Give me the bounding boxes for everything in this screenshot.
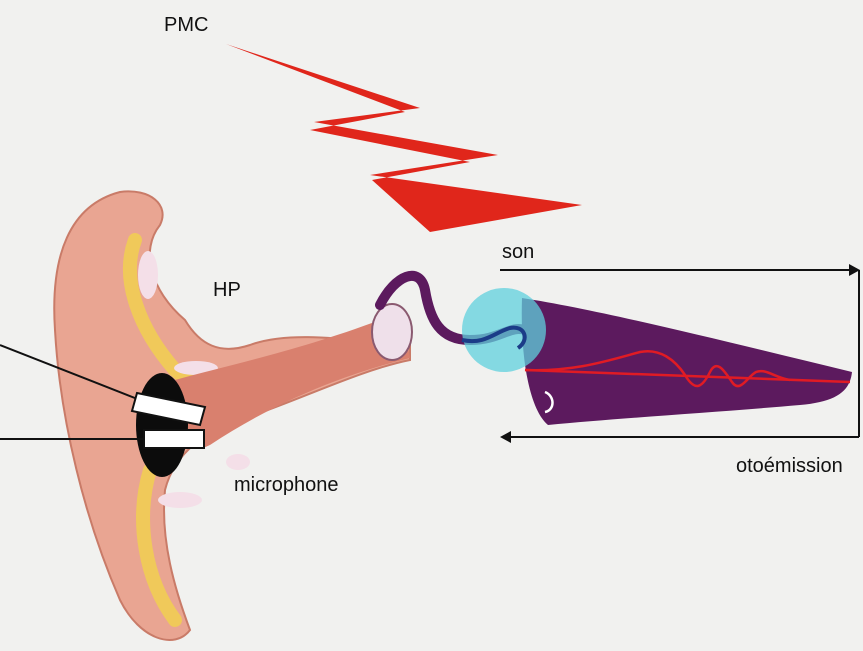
tissue-blob [138,251,158,299]
microphone-probe [144,430,204,448]
lightning-icon [226,44,582,232]
otoemission-arrowhead [500,431,511,443]
cochlea-illustration [522,298,852,425]
ear-canal-opening [136,373,188,477]
label-pmc: PMC [164,14,208,37]
label-son: son [502,241,534,264]
label-otoemission: otoémission [736,455,843,478]
label-microphone: microphone [234,474,339,497]
eardrum [372,304,412,360]
tissue-blob [158,492,202,508]
label-hp: HP [213,279,241,302]
tissue-blob [226,454,250,470]
